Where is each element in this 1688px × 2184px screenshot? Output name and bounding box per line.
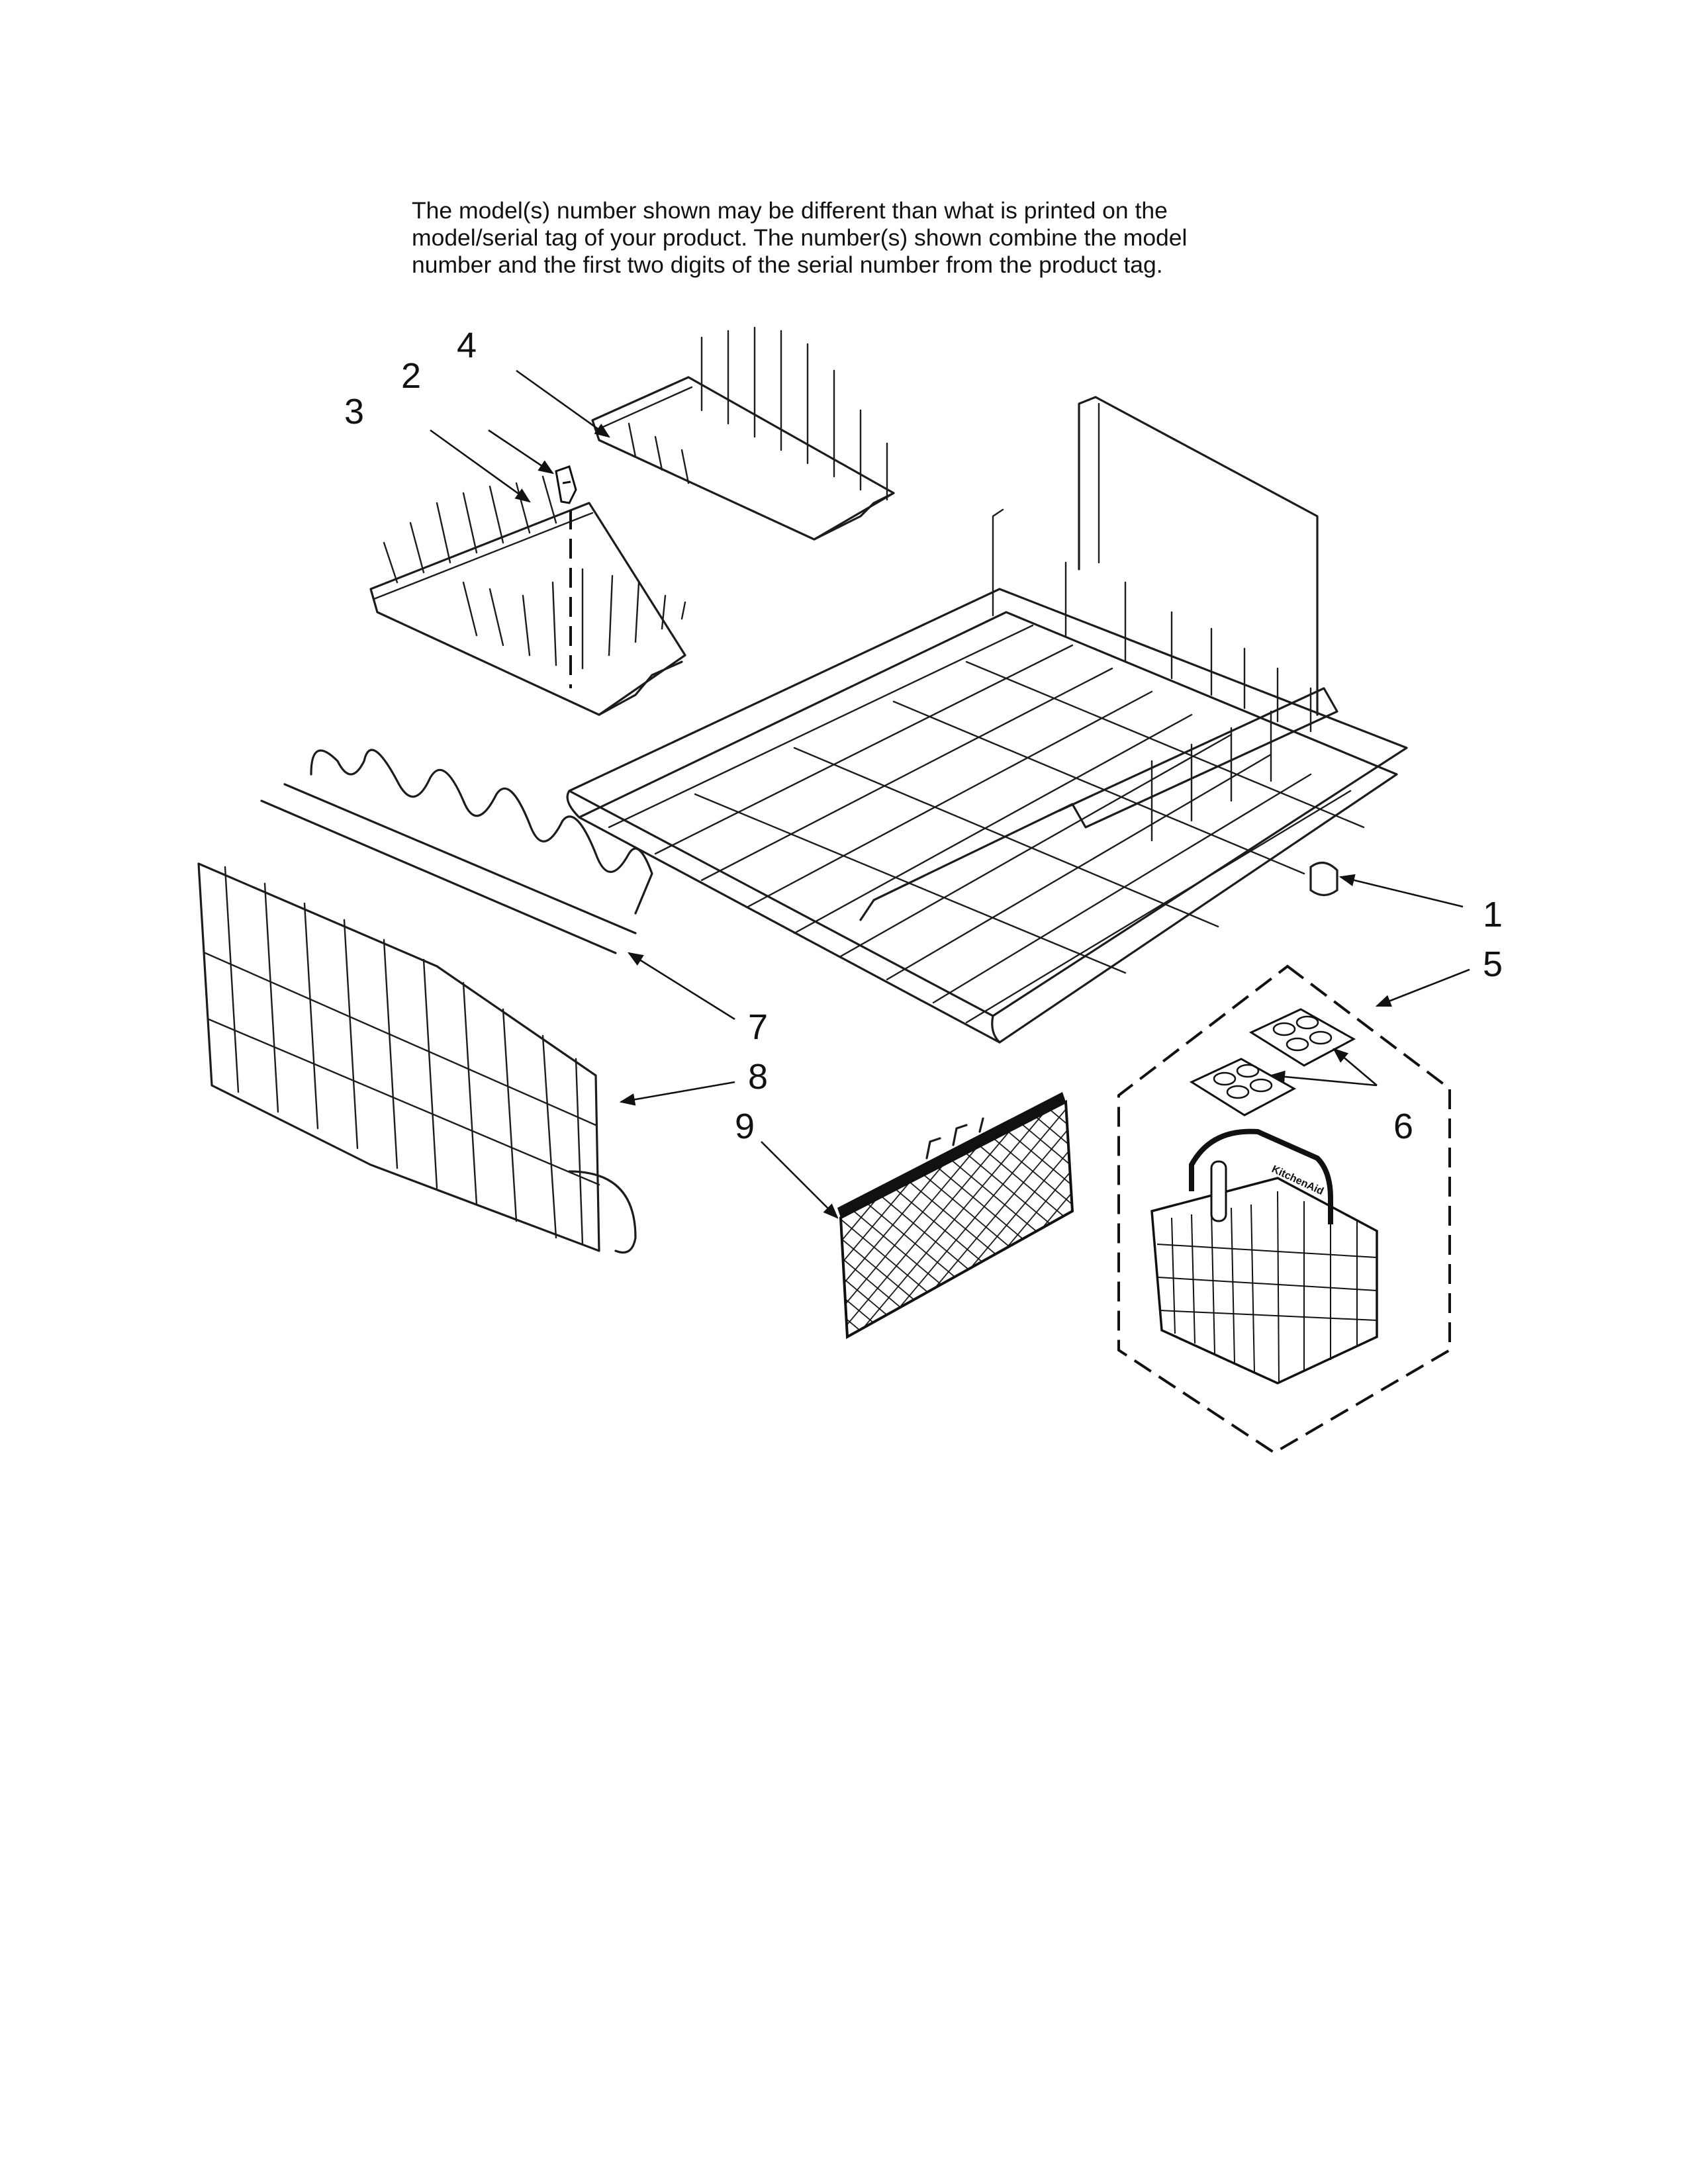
part-9-mesh-cover: [837, 1092, 1074, 1340]
notice-line-3: number and the first two digits of the s…: [412, 251, 1163, 278]
part-2-clip: [555, 465, 577, 688]
part-5-silverware-basket: KitchenAid: [1117, 964, 1451, 1455]
part-1-upper-rack: [566, 396, 1408, 1044]
callout-9: 9: [735, 1107, 755, 1146]
callout-4: 4: [457, 326, 477, 365]
part-4-cup-shelf-right: [591, 326, 895, 541]
callout-leaders: [430, 369, 1470, 1219]
notice-line-1: The model(s) number shown may be differe…: [412, 197, 1168, 224]
callout-5: 5: [1483, 944, 1503, 984]
callout-7: 7: [748, 1007, 768, 1047]
part-8-side-rack: [197, 862, 637, 1254]
callout-2: 2: [401, 356, 421, 396]
part-6-lids: [1189, 1008, 1356, 1116]
callout-1: 1: [1483, 895, 1503, 934]
callout-8: 8: [748, 1057, 768, 1097]
callout-3: 3: [344, 392, 364, 432]
model-number-notice: The model(s) number shown may be differe…: [412, 197, 1338, 279]
callout-6: 6: [1393, 1107, 1413, 1146]
part-7-tine-row: [260, 749, 653, 954]
part-3-cup-shelf-left: [369, 475, 686, 716]
notice-line-2: model/serial tag of your product. The nu…: [412, 224, 1188, 251]
